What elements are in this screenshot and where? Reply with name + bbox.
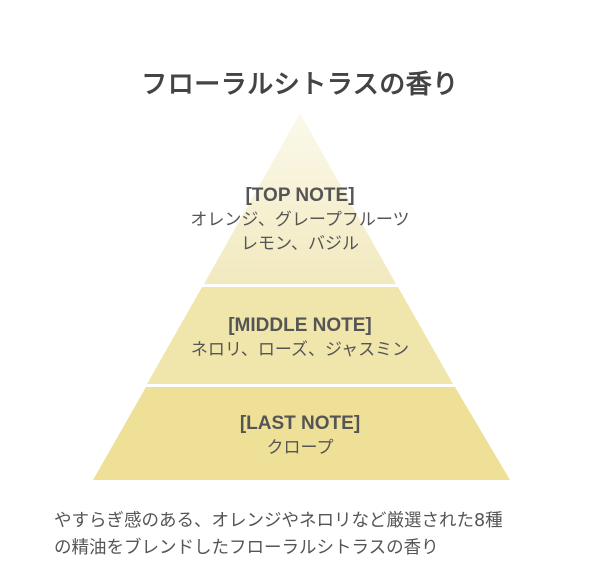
top-note-items-line-1: オレンジ、グレープフルーツ [190, 210, 410, 230]
middle-note-label: [MIDDLE NOTE] [228, 315, 372, 336]
middle-note-block: [MIDDLE NOTE] ネロリ、ローズ、ジャスミン [0, 314, 600, 362]
middle-note-items: ネロリ、ローズ、ジャスミン [190, 340, 410, 360]
top-note-label: [TOP NOTE] [245, 185, 355, 206]
last-note-block: [LAST NOTE] クロープ [0, 412, 600, 460]
pyramid-tier-last [93, 387, 510, 480]
pyramid-tier-top [204, 113, 396, 284]
last-note-items: クロープ [266, 438, 334, 458]
pyramid-tier-middle [147, 287, 453, 384]
page-title: フローラルシトラスの香り [141, 70, 459, 100]
description-line-1: やすらぎ感のある、オレンジやネロリなど厳選された8種 [54, 511, 503, 531]
top-note-block: [TOP NOTE] オレンジ、グレープフルーツ レモン、バジル [0, 184, 600, 256]
top-note-items-line-2: レモン、バジル [241, 234, 359, 254]
fragrance-description: やすらぎ感のある、オレンジやネロリなど厳選された8種 の精油をブレンドしたフロー… [54, 508, 574, 562]
last-note-label: [LAST NOTE] [239, 413, 361, 434]
description-line-2: の精油をブレンドしたフローラルシトラスの香り [54, 538, 439, 558]
